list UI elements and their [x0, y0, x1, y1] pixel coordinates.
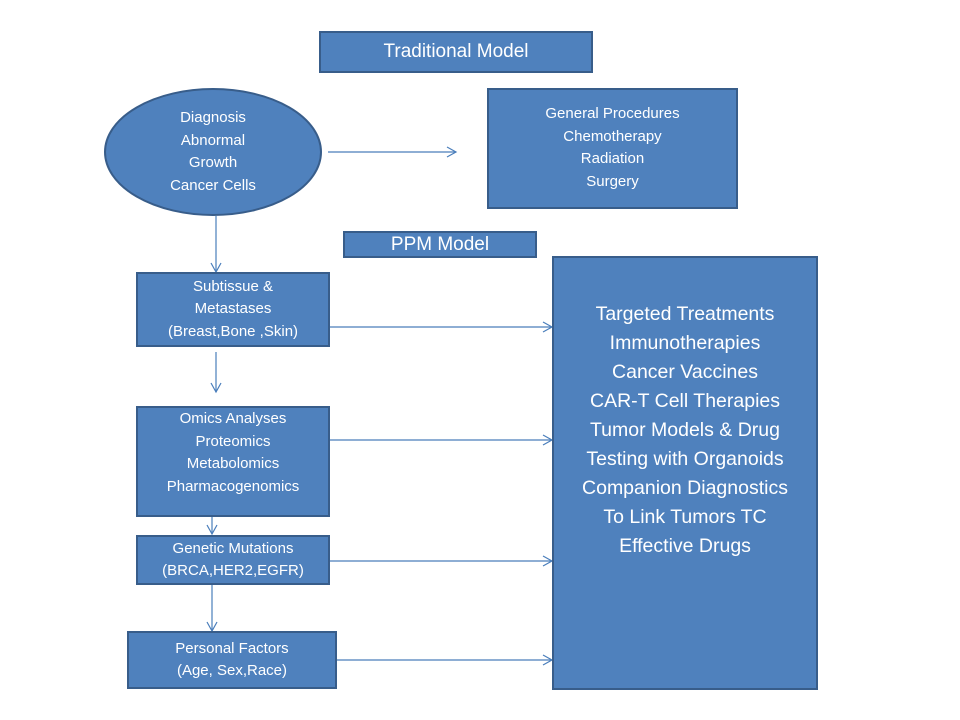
ppm-model-title-text: PPM Model	[390, 233, 490, 255]
omics-line: Pharmacogenomics	[166, 477, 300, 495]
subtissue-line: (Breast,Bone ,Skin)	[167, 322, 299, 340]
treatment-line: Immunotherapies	[609, 332, 761, 354]
diagnosis-node: Diagnosis Abnormal Growth Cancer Cells	[113, 96, 313, 208]
personal-line: (Age, Sex,Race)	[176, 662, 288, 679]
omics-line: Proteomics	[195, 432, 271, 450]
treatment-line: Cancer Vaccines	[612, 361, 758, 383]
omics-analyses-box: Omics Analyses Proteomics Metabolomics P…	[136, 406, 330, 517]
procedures-line: Surgery	[586, 172, 639, 190]
treatment-line: Tumor Models & Drug	[589, 419, 780, 441]
procedures-line: General Procedures	[545, 105, 680, 122]
treatment-line: Targeted Treatments	[595, 303, 775, 325]
targeted-treatments-box: Targeted Treatments Immunotherapies Canc…	[552, 256, 818, 690]
treatment-line: CAR-T Cell Therapies	[589, 390, 780, 412]
procedures-line: Radiation	[580, 150, 645, 167]
treatment-line: Companion Diagnostics	[582, 477, 788, 499]
treatment-line: To Link Tumors TC	[603, 506, 767, 528]
ppm-model-title: PPM Model	[343, 231, 537, 258]
genetic-line: Genetic Mutations	[172, 539, 294, 557]
diagnosis-line: Cancer Cells	[170, 176, 256, 194]
omics-line: Omics Analyses	[179, 410, 287, 427]
genetic-mutations-box: Genetic Mutations (BRCA,HER2,EGFR)	[136, 535, 330, 585]
personal-line: Personal Factors	[175, 639, 289, 657]
subtissue-line: Subtissue &	[192, 277, 274, 295]
diagnosis-line: Diagnosis	[180, 109, 246, 126]
diagnosis-line: Growth	[188, 154, 238, 171]
procedures-line: Chemotherapy	[563, 127, 662, 145]
general-procedures-box: General Procedures Chemotherapy Radiatio…	[487, 88, 738, 209]
treatment-line: Effective Drugs	[619, 535, 751, 557]
genetic-line: (BRCA,HER2,EGFR)	[162, 562, 304, 579]
personal-factors-box: Personal Factors (Age, Sex,Race)	[127, 631, 337, 689]
traditional-model-title: Traditional Model	[319, 31, 593, 73]
traditional-model-title-text: Traditional Model	[383, 41, 529, 62]
treatment-line: Testing with Organoids	[586, 448, 784, 470]
subtissue-line: Metastases	[194, 300, 272, 318]
diagnosis-line: Abnormal	[180, 131, 246, 149]
omics-line: Metabolomics	[186, 455, 280, 472]
subtissue-box: Subtissue & Metastases (Breast,Bone ,Ski…	[136, 272, 330, 347]
